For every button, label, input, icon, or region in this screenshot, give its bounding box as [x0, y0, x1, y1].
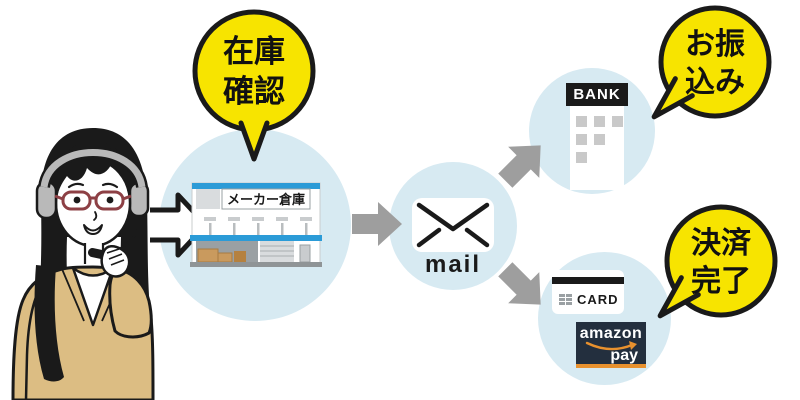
- payment-complete-line2: 完了: [691, 264, 751, 298]
- card-magnetic-stripe: [552, 277, 624, 284]
- bank-building: BANK: [566, 83, 628, 190]
- warehouse-left-panel: [196, 189, 220, 209]
- bank-window: [612, 116, 623, 127]
- card-label: CARD: [577, 292, 619, 307]
- eye-right: [106, 196, 114, 204]
- eyebrow-left: [67, 182, 85, 189]
- mouth: [83, 224, 103, 235]
- warehouse-illustration: メーカー倉庫: [190, 182, 322, 267]
- arrow-warehouse-to-mail-icon: [352, 202, 402, 246]
- bank-sign: BANK: [566, 83, 628, 106]
- bank-transfer-line2: 込み: [685, 66, 745, 99]
- cardboard-boxes: [197, 248, 246, 263]
- headset-band: [40, 149, 146, 188]
- operator-illustration: [11, 128, 155, 400]
- bank-transfer-bubble: お振 込み: [651, 5, 772, 120]
- headset-ear-cup-left: [35, 180, 58, 220]
- bank-window: [594, 134, 605, 145]
- envelope-icon: [412, 198, 494, 252]
- right-arm: [108, 267, 153, 339]
- warehouse-awning: [190, 235, 322, 241]
- shutter-lines: [260, 245, 294, 257]
- awning-supports: [209, 223, 308, 235]
- nose: [93, 211, 98, 221]
- bank-facade: [570, 106, 624, 190]
- stock-check-bubble: 在庫 確認: [192, 9, 316, 162]
- arrow-mail-to-bank-icon: [498, 145, 541, 188]
- side-door: [299, 244, 311, 263]
- bank-transfer-line1: お振: [685, 28, 745, 61]
- warehouse-roof-band: [192, 183, 320, 189]
- credit-card: CARD: [552, 270, 624, 314]
- finger-lines: [106, 248, 125, 266]
- payment-complete-bubble: 決済 完了: [657, 204, 778, 319]
- bank-window: [576, 116, 587, 127]
- amazon-smile-icon: [585, 341, 637, 351]
- amazon-pay-text: pay: [610, 347, 638, 364]
- stock-check-line1: 在庫: [223, 34, 285, 69]
- eye-left: [73, 196, 81, 204]
- hand: [100, 245, 131, 278]
- bank-window: [576, 134, 587, 145]
- front-hair-lock: [34, 265, 64, 382]
- warehouse-base: [190, 262, 322, 267]
- warehouse-sign-text: メーカー倉庫: [227, 192, 305, 207]
- amazon-brand-text: amazon: [579, 325, 643, 342]
- eyebrow-right: [101, 182, 119, 189]
- bank-window: [576, 152, 587, 163]
- warehouse-sign-board: [221, 188, 311, 210]
- stock-check-line2: 確認: [223, 74, 285, 109]
- arrow-mail-to-card-icon: [498, 262, 541, 305]
- mail-label: mail: [424, 251, 482, 278]
- warehouse-windows: [204, 217, 312, 221]
- headset-ear-cup-right: [128, 181, 150, 218]
- payment-complete-line1: 決済: [691, 227, 752, 260]
- card-chip-icon: [559, 294, 572, 305]
- amazon-pay-logo: amazon pay: [576, 322, 646, 368]
- bank-window: [594, 116, 605, 127]
